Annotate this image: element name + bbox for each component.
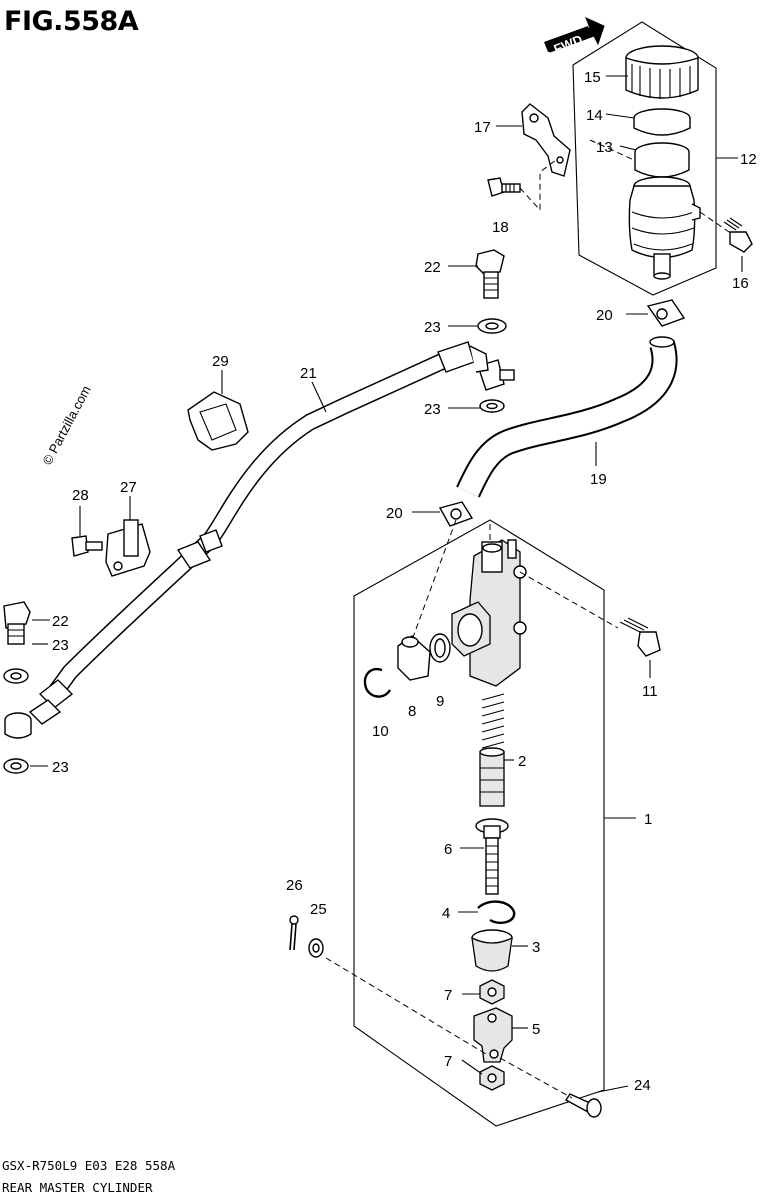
hose-clamp-29 [187, 391, 249, 451]
leader-18-dash [519, 159, 557, 212]
reservoir-body [628, 176, 701, 280]
callout-11: 11 [642, 683, 658, 700]
callout-23-c: 23 [52, 637, 69, 654]
return-spring [481, 693, 505, 749]
callout-9: 9 [436, 693, 444, 710]
callout-7-upper: 7 [444, 987, 452, 1004]
diaphragm-plate [633, 108, 691, 136]
hose-lower-banjo [4, 712, 32, 739]
callout-10: 10 [372, 723, 389, 740]
footer-section-name: REAR MASTER CYLINDER [2, 1180, 153, 1195]
callout-22-lower: 22 [52, 613, 69, 630]
hose-clip-20-upper [646, 299, 686, 327]
circlip-4 [477, 900, 516, 924]
piston-2 [479, 747, 505, 807]
reservoir-hose-19 [456, 336, 678, 498]
nut-7-lower [479, 1065, 505, 1091]
leader-8-dash [411, 519, 457, 641]
callout-7-lower: 7 [444, 1053, 452, 1070]
callout-4: 4 [442, 905, 450, 922]
callout-2: 2 [518, 753, 526, 770]
callout-20-upper: 20 [596, 307, 613, 324]
callout-17: 17 [474, 119, 491, 136]
inlet-fitting-8 [397, 635, 431, 681]
cotter-pin-26 [289, 915, 299, 951]
leader-16-dash [699, 211, 733, 235]
bolt-18 [487, 177, 521, 197]
callout-23-b: 23 [424, 401, 441, 418]
callout-16: 16 [732, 275, 749, 292]
master-cylinder-body [451, 539, 527, 687]
callout-24: 24 [634, 1077, 651, 1094]
diaphragm [634, 142, 690, 178]
union-bolt-22-lower [3, 601, 31, 645]
push-rod-6 [475, 818, 509, 895]
footer-model-code: GSX-R750L9 E03 E28 558A [2, 1158, 176, 1173]
callout-15: 15 [584, 69, 601, 86]
screw-11 [619, 617, 661, 657]
nut-7-upper [479, 979, 505, 1005]
leader-lines [30, 75, 743, 1093]
hose-clip-20-lower [438, 501, 474, 527]
callout-14: 14 [586, 107, 603, 124]
clevis-5 [473, 1007, 513, 1063]
fwd-label: FWD [552, 32, 585, 57]
callout-20-lower: 20 [386, 505, 403, 522]
watermark: © Partzilla.com [39, 383, 93, 467]
master-cylinder-group-box [353, 519, 605, 1127]
callout-19: 19 [590, 471, 607, 488]
union-bolt-22-upper [475, 249, 505, 299]
figure-title: FIG.558A [4, 6, 139, 37]
bracket-17 [521, 103, 571, 177]
callout-8: 8 [408, 703, 416, 720]
brake-hose-21 [28, 341, 489, 725]
callout-23-a: 23 [424, 319, 441, 336]
leader-13-dash [589, 139, 635, 161]
callout-3: 3 [532, 939, 540, 956]
leader-11-dash [519, 571, 619, 629]
clevis-pin-24 [564, 1093, 602, 1118]
circlip-10 [363, 667, 392, 698]
callout-29: 29 [212, 353, 229, 370]
callout-26: 26 [286, 877, 303, 894]
callout-13: 13 [596, 139, 613, 156]
callout-1: 1 [644, 811, 652, 828]
callout-6: 6 [444, 841, 452, 858]
callout-23-d: 23 [52, 759, 69, 776]
leader-25-dash [325, 957, 487, 1055]
reservoir-group-box [572, 21, 717, 296]
callout-28: 28 [72, 487, 89, 504]
callouts: 1 2 3 4 5 6 7 7 8 9 10 11 12 13 14 15 16… [52, 69, 757, 1094]
callout-27: 27 [120, 479, 137, 496]
screw-16 [723, 217, 753, 253]
reservoir-cap [625, 45, 699, 99]
callout-21: 21 [300, 365, 317, 382]
bolt-28 [71, 535, 103, 557]
callout-5: 5 [532, 1021, 540, 1038]
hose-clamp-27 [105, 519, 151, 577]
callout-18: 18 [492, 219, 509, 236]
callout-25: 25 [310, 901, 327, 918]
callout-12: 12 [740, 151, 757, 168]
callout-22-upper: 22 [424, 259, 441, 276]
boot-3 [471, 929, 513, 972]
